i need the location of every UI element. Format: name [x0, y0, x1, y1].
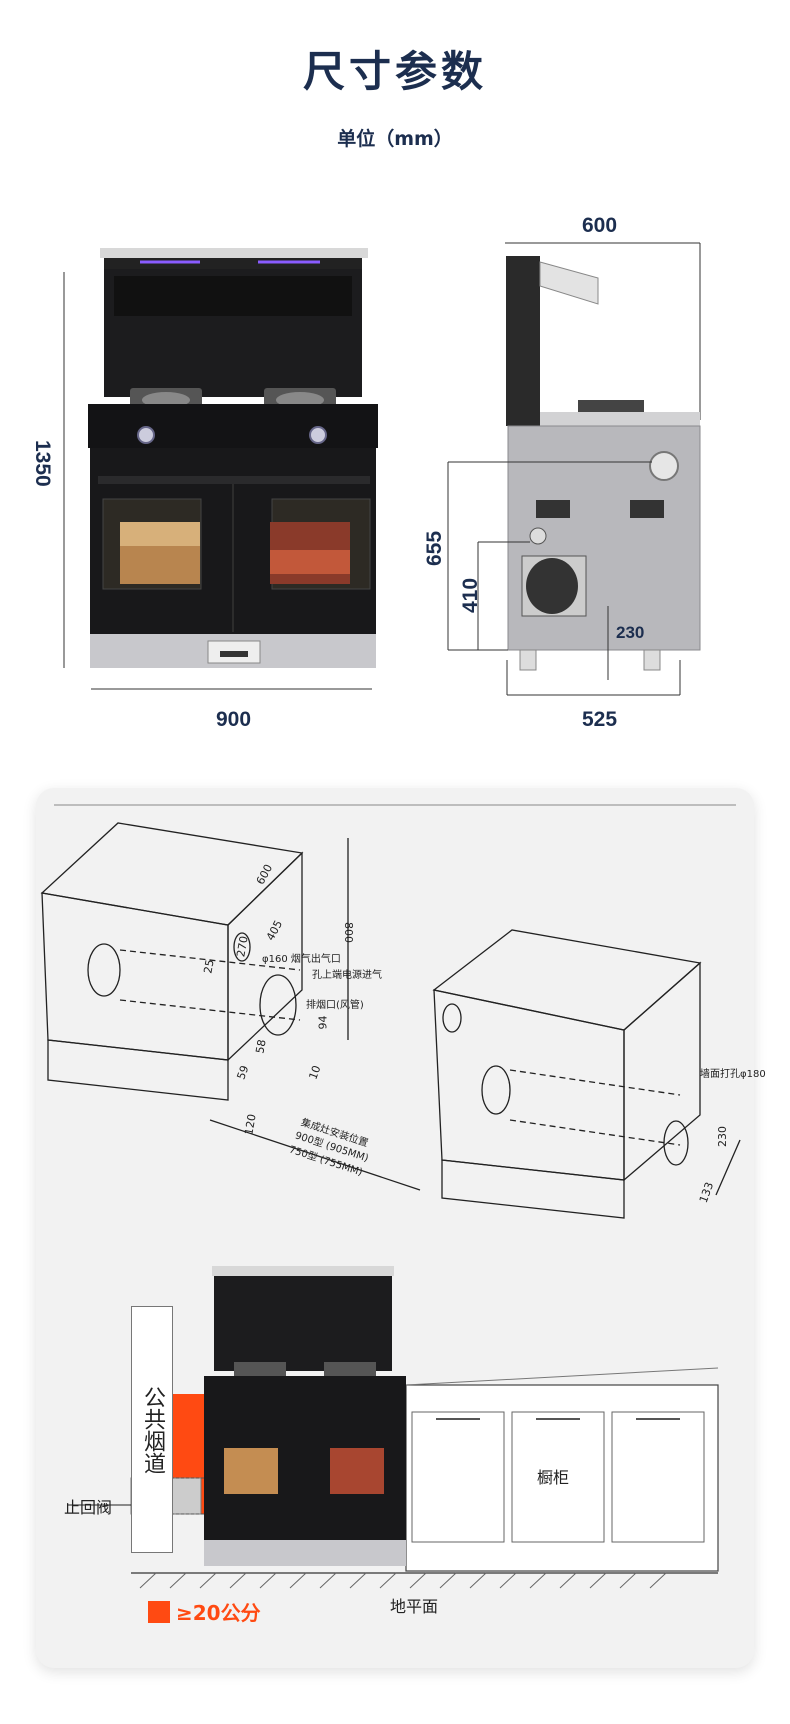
sketch-dim-230: 230	[716, 1126, 729, 1147]
sketch-dim-58: 58	[253, 1038, 269, 1055]
legend-text: ≥20公分	[176, 1601, 261, 1625]
check-valve-label: 止回阀	[64, 1498, 113, 1517]
dim-inner-230: 230	[616, 623, 645, 642]
sketch-dim-94: 94	[316, 1015, 330, 1030]
unit-label: 单位（mm）	[337, 128, 453, 150]
note-exhaust: 排烟口(风管)	[306, 1000, 364, 1011]
sketch-dim-25: 25	[201, 958, 217, 975]
legend-swatch	[148, 1600, 170, 1623]
dim-height-410: 410	[459, 577, 482, 613]
legend: ≥20公分	[148, 1597, 261, 1626]
cabinet-label: 橱柜	[537, 1468, 570, 1487]
dim-depth-600: 600	[582, 214, 618, 237]
public-flue-label: 公共烟道	[131, 1306, 173, 1553]
dim-width-900: 900	[216, 708, 252, 731]
dim-height-1350: 1350	[31, 440, 54, 487]
dim-depth-525: 525	[582, 708, 618, 731]
note-wall-hole: 墙面打孔φ180	[700, 1069, 766, 1080]
product-views	[63, 242, 701, 696]
note-power-hole: 孔上端电源进气	[312, 970, 382, 981]
page-title: 尺寸参数	[302, 47, 487, 96]
floor-label: 地平面	[390, 1597, 439, 1616]
dim-height-655: 655	[423, 530, 446, 566]
note-flue-port: φ160 烟气出气口	[262, 954, 341, 965]
sketch-dim-800: 800	[342, 922, 355, 943]
